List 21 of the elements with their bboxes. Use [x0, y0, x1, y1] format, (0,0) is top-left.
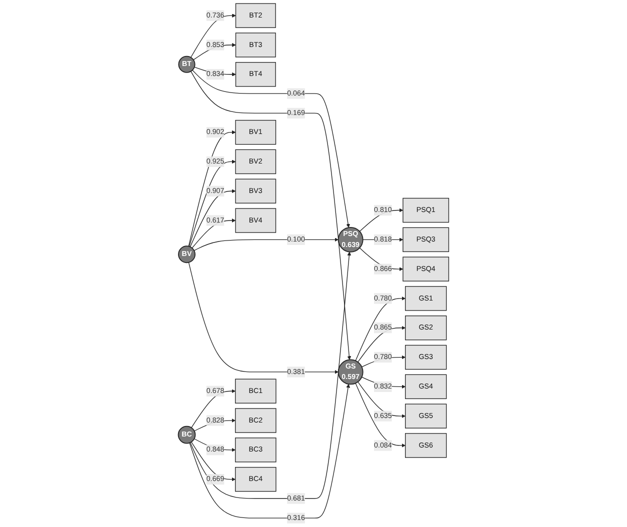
arrow [189, 384, 350, 518]
arrow [190, 189, 236, 248]
arrow [361, 355, 406, 368]
arrow [188, 130, 236, 247]
arrow [355, 382, 406, 448]
arrow [358, 382, 406, 418]
arrow [188, 262, 339, 374]
arrow [194, 238, 339, 251]
arrow [191, 442, 236, 482]
arrow [193, 43, 236, 60]
arrow [188, 160, 236, 247]
arrow [194, 418, 236, 432]
arrow [192, 218, 236, 248]
arrow [192, 70, 350, 228]
arrow [190, 252, 352, 499]
arrow [191, 389, 236, 428]
arrow [190, 71, 352, 360]
arrow [359, 208, 404, 232]
arrow [190, 14, 236, 58]
arrow [358, 326, 406, 362]
arrow [355, 296, 406, 362]
